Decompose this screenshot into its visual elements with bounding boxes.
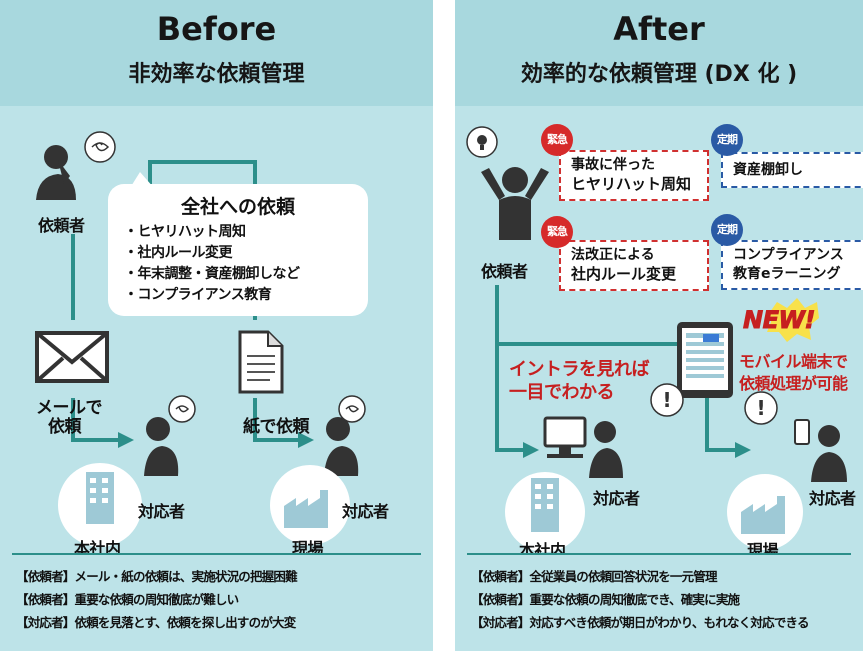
mail-icon bbox=[35, 331, 109, 383]
footer-line: 【対応者】対応すべき依頼が期日がわかり、もれなく対応できる bbox=[471, 615, 809, 630]
mobile-text-1: モバイル端末で bbox=[739, 352, 848, 371]
mobile-text-2: 依頼処理が可能 bbox=[739, 374, 848, 393]
responder-hq-label: 対応者 bbox=[593, 489, 640, 508]
after-diagram: ! ! bbox=[466, 126, 847, 552]
svg-text:!: ! bbox=[756, 396, 765, 420]
request-bubble: 全社への依頼 ・ヒヤリハット周知 ・社内ルール変更 ・年末調整・資産棚卸しなど … bbox=[108, 184, 368, 316]
idea-bulb-icon bbox=[466, 126, 498, 158]
footer-line: 【依頼者】メール・紙の依頼は、実施状況の把握困難 bbox=[16, 569, 298, 584]
requester-label: 依頼者 bbox=[38, 216, 85, 235]
tag3-text: 資産棚卸し bbox=[733, 162, 803, 178]
urgent-tag-1: 事故に伴った ヒヤリハット周知 bbox=[559, 150, 709, 201]
tag4-line2: 教育eラーニング bbox=[733, 266, 841, 282]
tag1-line2: ヒヤリハット周知 bbox=[571, 175, 692, 193]
pc-workstation-icon bbox=[543, 416, 623, 478]
factory-icon bbox=[270, 465, 350, 545]
mobile-responder-icon bbox=[794, 419, 847, 482]
after-panel: After 効率的な依頼管理 (DX 化 ) bbox=[455, 0, 863, 651]
before-header: Before 非効率な依頼管理 bbox=[0, 0, 433, 106]
footer-line: 【依頼者】重要な依頼の周知徹底が難しい bbox=[16, 592, 239, 607]
alert-bubble-icon: ! bbox=[744, 391, 778, 425]
after-subtitle: 効率的な依頼管理 (DX 化 ) bbox=[520, 62, 798, 87]
footer-line: 【対応者】依頼を見落とす、依頼を探し出すのが大変 bbox=[16, 615, 296, 630]
bubble-list: ・ヒヤリハット周知 ・社内ルール変更 ・年末調整・資産棚卸しなど ・コンプライア… bbox=[124, 222, 300, 306]
before-panel: Before 非効率な依頼管理 bbox=[0, 0, 433, 651]
responder-hq-icon bbox=[144, 395, 196, 476]
new-label: NEW! bbox=[743, 306, 816, 335]
before-subtitle: 非効率な依頼管理 bbox=[128, 62, 305, 87]
before-diagram bbox=[35, 131, 366, 547]
responder-hq-label: 対応者 bbox=[138, 502, 185, 521]
before-title: Before bbox=[156, 10, 277, 48]
responder-site-icon bbox=[324, 395, 366, 476]
urgent-badge: 緊急 bbox=[541, 124, 573, 156]
urgent-tag-2: 法改正による 社内ルール変更 bbox=[559, 240, 709, 291]
responder-site-label: 対応者 bbox=[342, 502, 389, 521]
footer-line: 【依頼者】重要な依頼の周知徹底でき、確実に実施 bbox=[471, 592, 740, 607]
regular-tag-2: コンプライアンス 教育eラーニング bbox=[721, 240, 863, 290]
after-header: After 効率的な依頼管理 (DX 化 ) bbox=[455, 0, 863, 106]
paper-document-icon bbox=[238, 330, 284, 394]
requester-label: 依頼者 bbox=[481, 262, 528, 281]
intranet-text-1: イントラを見れば bbox=[509, 359, 650, 380]
regular-badge: 定期 bbox=[711, 214, 743, 246]
tag1-line1: 事故に伴った bbox=[571, 157, 655, 173]
regular-badge: 定期 bbox=[711, 124, 743, 156]
mail-label-2: 依頼 bbox=[48, 417, 82, 437]
bubble-item: ・ヒヤリハット周知 bbox=[124, 224, 246, 240]
before-footer: 【依頼者】メール・紙の依頼は、実施状況の把握困難 【依頼者】重要な依頼の周知徹底… bbox=[12, 553, 421, 639]
hq-building-icon bbox=[58, 463, 142, 547]
mail-label-1: メールで bbox=[36, 398, 103, 418]
regular-tag-1: 資産棚卸し bbox=[721, 152, 863, 188]
factory-icon bbox=[727, 474, 803, 550]
after-title: After bbox=[613, 10, 705, 48]
tag4-line1: コンプライアンス bbox=[733, 247, 844, 263]
tag2-line2: 社内ルール変更 bbox=[571, 265, 677, 283]
bubble-item: ・年末調整・資産棚卸しなど bbox=[124, 266, 300, 282]
hq-building-icon bbox=[505, 472, 585, 552]
requester-icon bbox=[36, 145, 76, 200]
responder-site-label: 対応者 bbox=[809, 489, 856, 508]
after-footer: 【依頼者】全従業員の依頼回答状況を一元管理 【依頼者】重要な依頼の周知徹底でき、… bbox=[467, 553, 851, 639]
svg-text:!: ! bbox=[662, 388, 671, 412]
requester-cheering-icon bbox=[481, 167, 549, 240]
paper-label: 紙で依頼 bbox=[243, 417, 310, 437]
tag2-line1: 法改正による bbox=[571, 247, 655, 263]
urgent-badge: 緊急 bbox=[541, 216, 573, 248]
tablet-icon bbox=[677, 322, 733, 398]
bubble-item: ・コンプライアンス教育 bbox=[124, 287, 272, 303]
intranet-text-2: 一目でわかる bbox=[509, 382, 615, 403]
bubble-title: 全社への依頼 bbox=[180, 196, 295, 218]
bubble-item: ・社内ルール変更 bbox=[124, 245, 232, 261]
footer-line: 【依頼者】全従業員の依頼回答状況を一元管理 bbox=[471, 569, 718, 584]
worry-bubble-icon bbox=[84, 131, 116, 163]
new-burst-shape bbox=[767, 298, 819, 342]
alert-bubble-icon: ! bbox=[650, 383, 684, 417]
